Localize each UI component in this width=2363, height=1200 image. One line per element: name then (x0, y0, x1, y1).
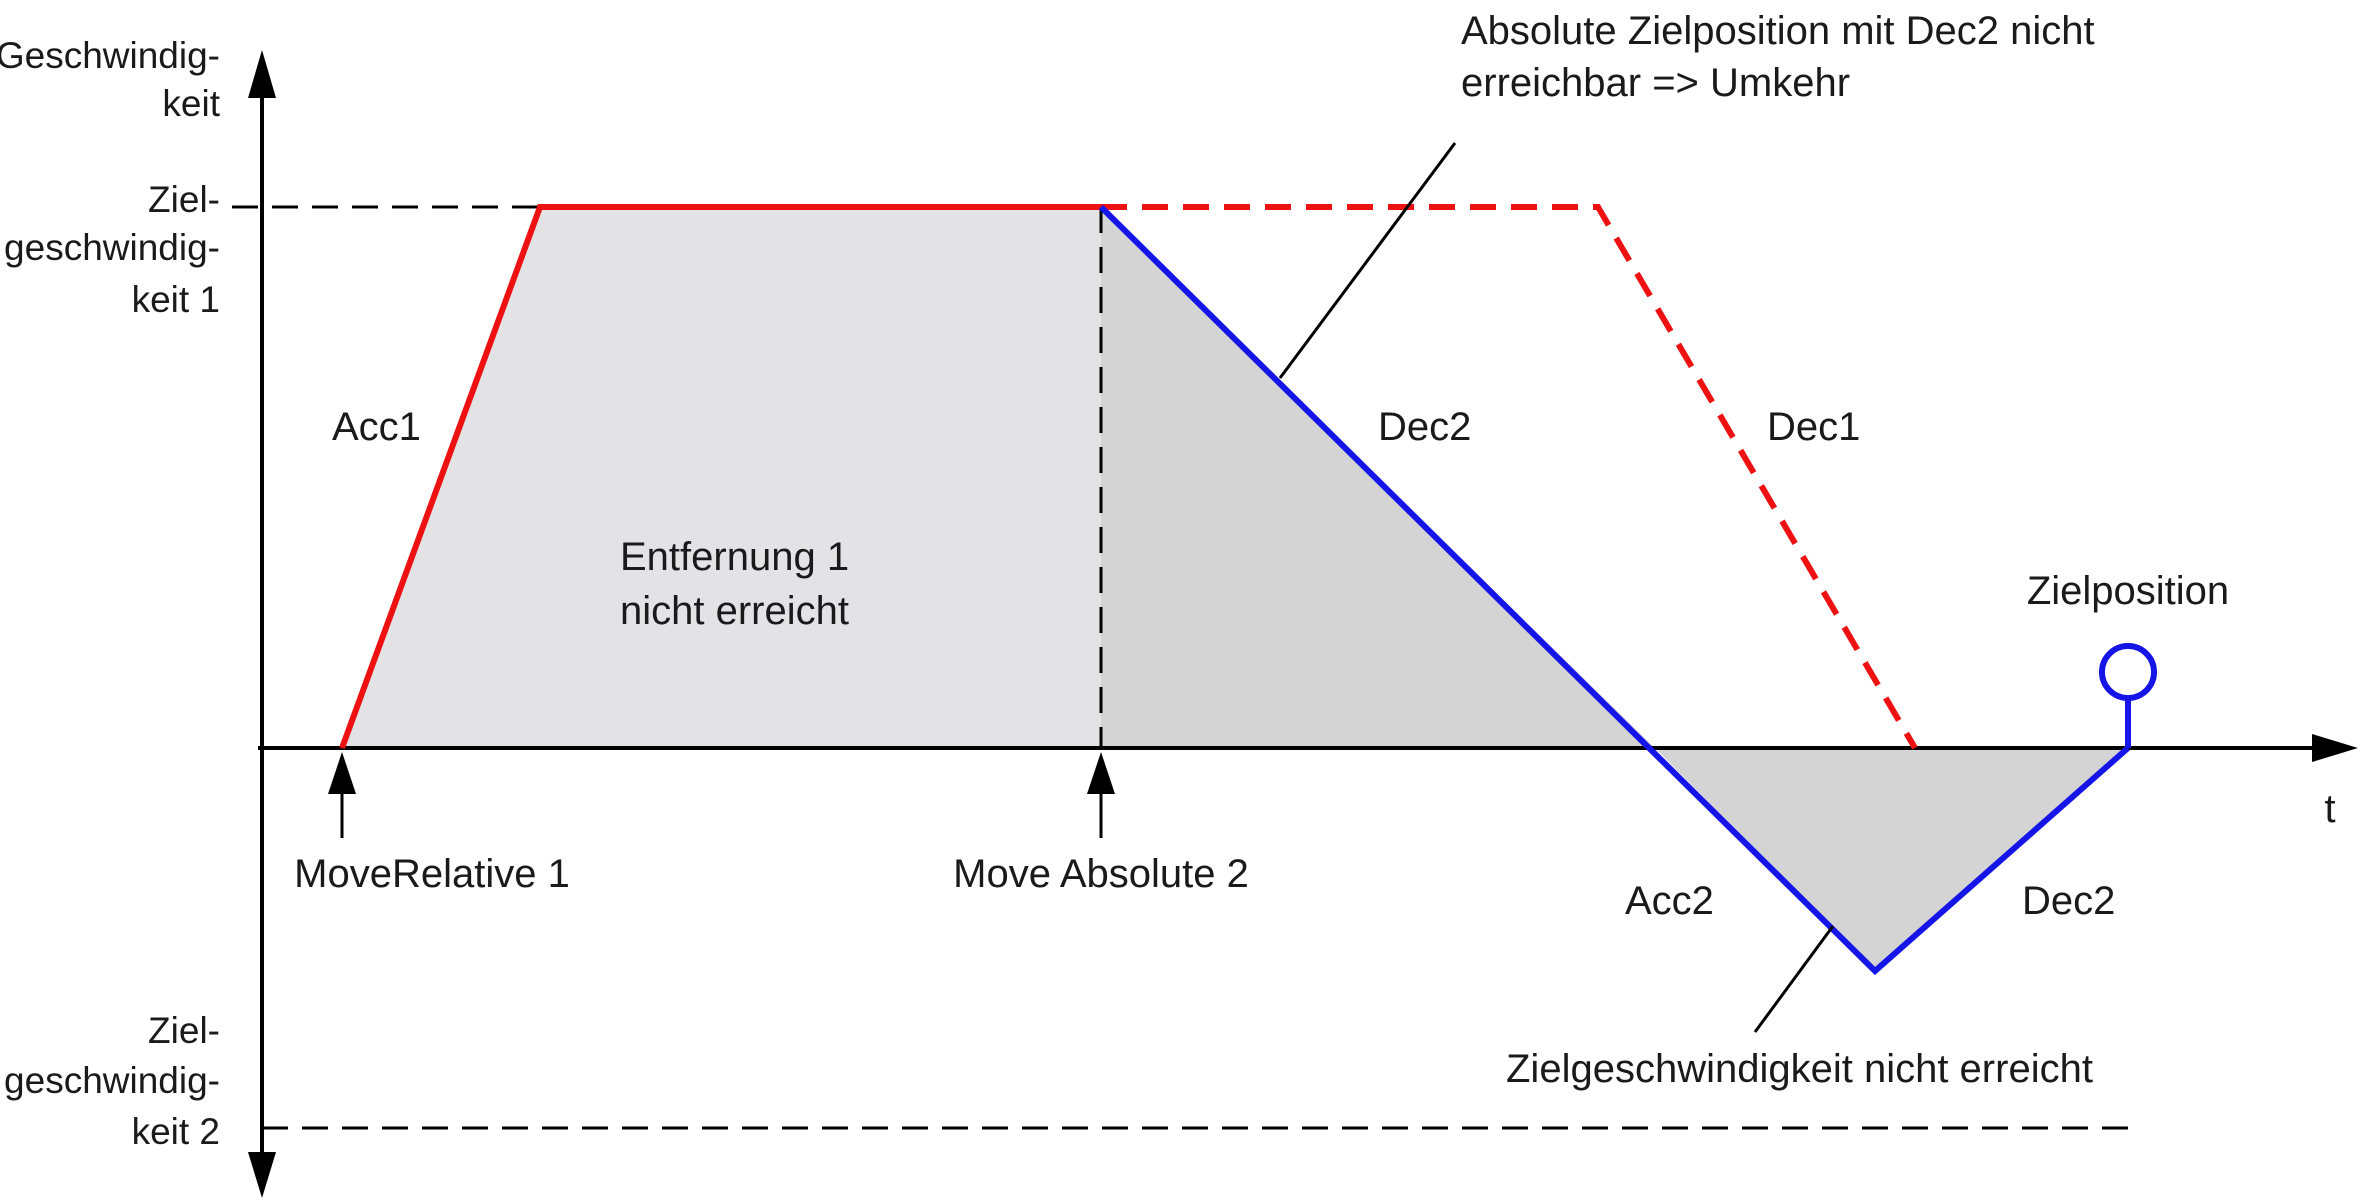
distance-label-line1: Entfernung 1 (620, 535, 849, 579)
move-relative-label: MoveRelative 1 (294, 852, 570, 896)
time-axis-arrow (2312, 734, 2358, 762)
distance-area-dark-negative (1655, 748, 2128, 971)
velocity-not-reached-annotation: Zielgeschwindigkeit nicht erreicht (1506, 1047, 2093, 1091)
distance-area-light (342, 207, 1101, 748)
target-velocity-1-label-line2: geschwindig- (4, 227, 220, 268)
move-absolute-arrow-head (1087, 752, 1115, 794)
velocity-not-reached-leader-line (1753, 925, 1835, 1033)
move-relative-arrow-head (328, 752, 356, 794)
unreachable-annotation-line2: erreichbar => Umkehr (1461, 61, 1850, 105)
reversal-profile-line (1098, 204, 2130, 976)
x-axis-label: t (2324, 787, 2335, 831)
unreachable-annotation-line1: Absolute Zielposition mit Dec2 nicht (1461, 9, 2095, 53)
y-axis-label-line1: Geschwindig- (0, 35, 220, 76)
target-velocity-1-label-line1: Ziel- (148, 179, 220, 220)
velocity-axis-arrow-down (248, 1152, 276, 1198)
target-position-marker (2099, 643, 2157, 701)
target-velocity-1-label-line3: keit 1 (132, 279, 220, 320)
unreachable-leader-line (1278, 142, 1457, 379)
target-position-label: Zielposition (2027, 569, 2229, 613)
dec2-second-label: Dec2 (2022, 879, 2115, 923)
move-absolute-label: Move Absolute 2 (953, 852, 1249, 896)
dec1-planned-dashed-line (1101, 204, 1918, 750)
acc1-profile-line (339, 204, 1101, 750)
velocity-axis-arrow-up (248, 50, 276, 98)
target-velocity-2-label-line3: keit 2 (132, 1111, 220, 1152)
target-velocity-2-label-line1: Ziel- (148, 1010, 220, 1051)
dec1-label: Dec1 (1767, 405, 1860, 449)
y-axis-label-line2: keit (162, 83, 220, 124)
acc1-label: Acc1 (332, 405, 421, 449)
acc2-label: Acc2 (1625, 879, 1714, 923)
distance-label-line2: nicht erreicht (620, 589, 849, 633)
target-velocity-2-label-line2: geschwindig- (4, 1060, 220, 1101)
dec2-first-label: Dec2 (1378, 405, 1471, 449)
